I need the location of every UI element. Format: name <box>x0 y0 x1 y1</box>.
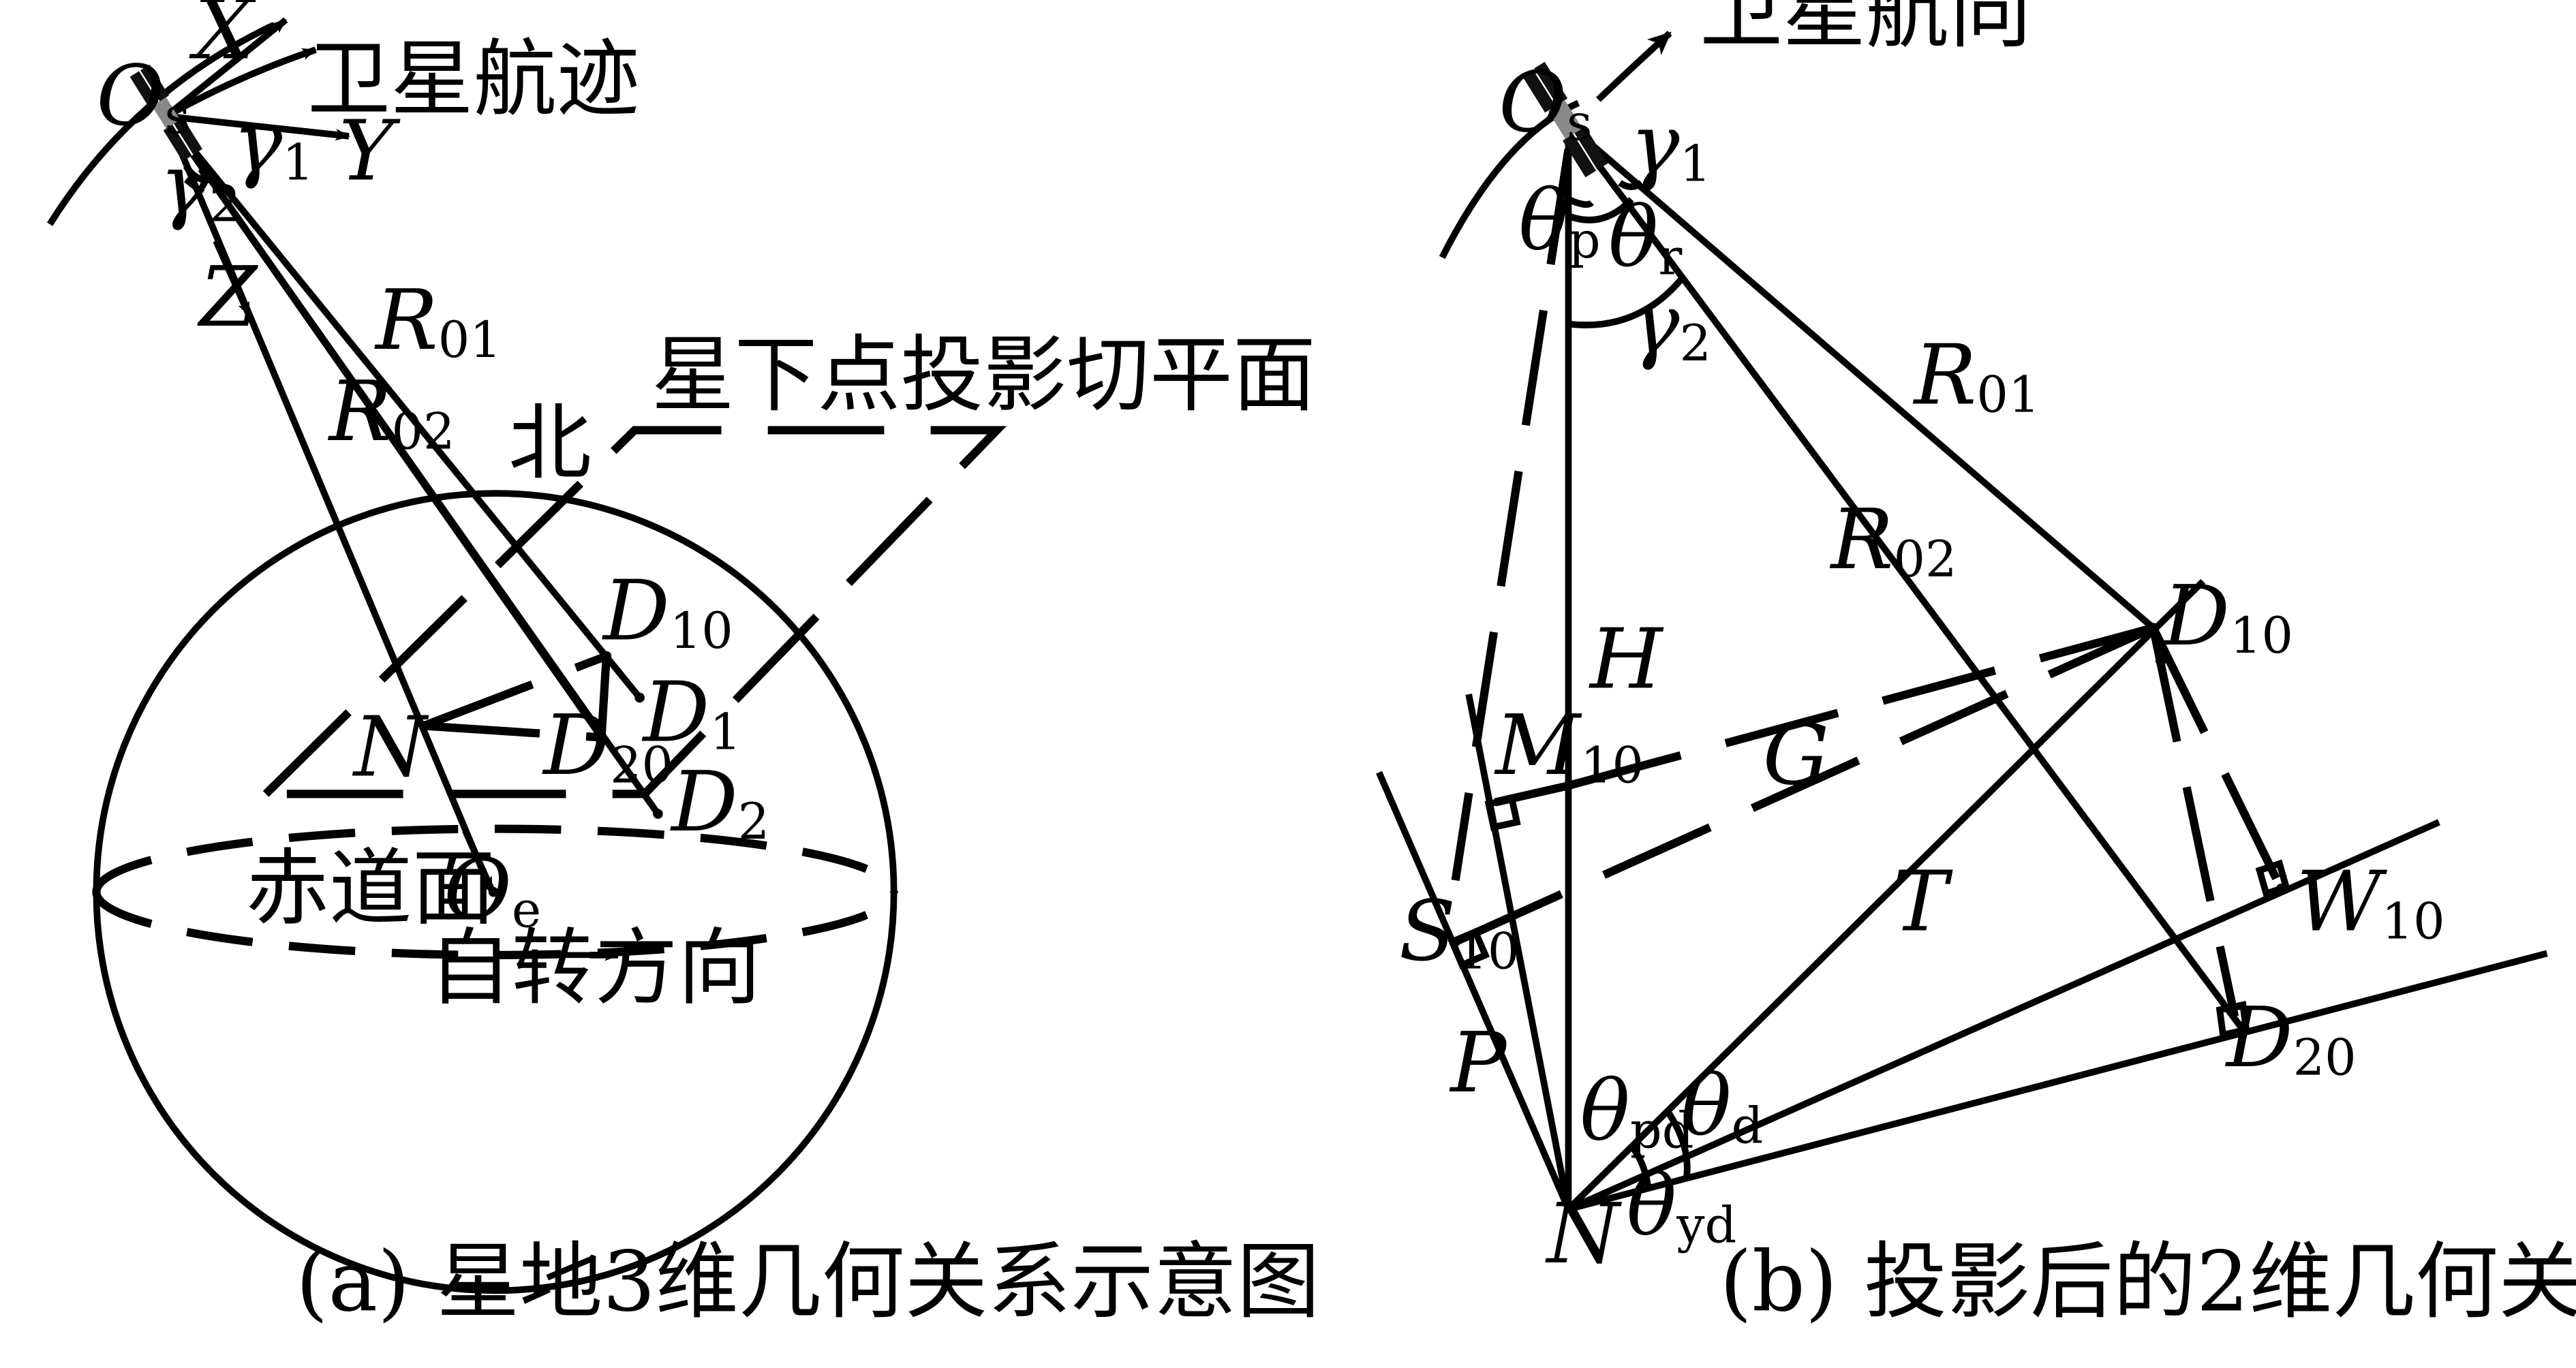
n-d20-line <box>423 721 602 742</box>
gamma2-arc <box>183 164 214 183</box>
right-angle-s10 <box>1447 927 1490 969</box>
point-d2 <box>653 809 663 819</box>
p-line <box>1376 771 1571 1211</box>
gamma1-arc-b <box>1618 180 1644 191</box>
r02-line <box>1565 122 2246 1032</box>
heading-arrow <box>1595 31 1672 102</box>
label-n: N <box>352 699 429 796</box>
label-z: Z <box>197 249 259 345</box>
label-track: 卫星航迹 <box>307 31 640 127</box>
label-heading: 卫星航向 <box>1700 0 2032 60</box>
label-m10: M10 <box>1494 697 1644 794</box>
label-w10: W10 <box>2296 853 2444 950</box>
label-theta-r: θr <box>1608 189 1682 286</box>
r-ray-mid <box>163 114 604 740</box>
track-arrow <box>164 46 318 119</box>
theta-r-arc <box>1567 197 1634 223</box>
label-rotation: 自转方向 <box>429 920 761 1016</box>
label-theta-pd: θpd <box>1580 1062 1694 1160</box>
theta-p-arc <box>1567 196 1595 208</box>
label-g: G <box>1763 707 1829 804</box>
label-tangent-plane: 星下点投影切平面 <box>651 326 1316 423</box>
label-x: X <box>189 0 256 78</box>
point-d20-b <box>2237 1025 2248 1035</box>
label-s10: S10 <box>1399 883 1520 980</box>
w10-line <box>1567 819 2440 1213</box>
label-y: Y <box>339 102 401 199</box>
label-d10: D10 <box>602 563 733 660</box>
n-d10-line <box>422 652 609 730</box>
label-t: T <box>1892 853 1953 950</box>
d10-w10-dashed <box>2149 625 2285 891</box>
label-d20-b: D20 <box>2225 989 2357 1087</box>
label-os-b: Os <box>1499 55 1592 152</box>
label-os: Os <box>96 48 189 145</box>
r01-line <box>1566 122 2156 631</box>
label-north: 北 <box>508 394 592 491</box>
point-s10 <box>1450 937 1461 947</box>
equator-back <box>92 824 898 892</box>
label-d10-b: D10 <box>2162 568 2293 665</box>
caption-a: (a) 星地3维几何关系示意图 <box>296 1234 1320 1331</box>
point-d1 <box>634 692 645 703</box>
t-line <box>1566 578 2206 1212</box>
s10-d10-dashed <box>1454 624 2156 946</box>
label-theta-yd: θyd <box>1627 1157 1737 1254</box>
x-axis <box>164 17 288 119</box>
label-d20: D20 <box>542 697 673 794</box>
oe-arrow-mark <box>462 829 495 892</box>
point-oe <box>488 886 499 897</box>
label-p: P <box>1449 1014 1507 1111</box>
point-w10 <box>2276 884 2286 894</box>
label-d2: D2 <box>670 753 769 851</box>
os-s10-dashed <box>1451 149 1573 882</box>
label-gamma2-b: γ2 <box>1630 275 1711 373</box>
point-n <box>418 721 429 731</box>
d20-line <box>1567 950 2548 1213</box>
z-arrow-mark <box>213 239 253 317</box>
panel-a: Os X 卫星航迹 Y γ1 γ2 Z R01 R02 星下点投影切平面 北 D… <box>47 0 1320 1331</box>
gamma2-arc-b <box>1567 277 1684 328</box>
satellite-icon <box>129 64 203 161</box>
r01-ray <box>164 114 643 700</box>
equator-front <box>92 891 898 959</box>
m10-line <box>1465 694 1572 1210</box>
label-gamma1: γ1 <box>232 94 313 191</box>
label-r01: R01 <box>374 272 502 369</box>
theta-pd-arc <box>1629 1144 1652 1188</box>
gamma2-angle-arc <box>184 176 205 196</box>
label-equator: 赤道面 <box>246 840 495 937</box>
caption-b: (b) 投影后的2维几何关系示意图 <box>1719 1234 2576 1331</box>
label-oe: Oe <box>444 841 541 939</box>
d10-d20-line <box>597 655 611 738</box>
label-r01-b: R01 <box>1913 326 2040 424</box>
label-r02-b: R02 <box>1830 491 1957 589</box>
label-h: H <box>1589 610 1664 707</box>
label-theta-d: θd <box>1681 1057 1763 1155</box>
label-d1: D1 <box>642 664 741 761</box>
y-axis <box>166 112 351 141</box>
point-d20 <box>596 732 607 743</box>
label-gamma1-b: γ1 <box>1630 96 1711 193</box>
orbit-track <box>47 22 276 226</box>
theta-d-arc <box>1663 1107 1691 1180</box>
d10-arrow <box>2153 638 2167 674</box>
satellite-icon-b <box>1522 61 1608 178</box>
label-n-b: N <box>1545 1185 1623 1282</box>
label-gamma2: γ2 <box>159 136 241 233</box>
point-d10-b <box>2148 623 2158 633</box>
tangent-plane <box>256 426 1007 798</box>
right-angle-m10 <box>1484 794 1521 831</box>
panel-b: 卫星航向 Os γ1 θp θr γ2 R01 R02 D10 H M10 G … <box>1376 0 2576 1331</box>
right-angle-w10 <box>2255 859 2290 898</box>
d10-d20-dashed <box>2149 627 2239 1018</box>
label-r02: R02 <box>328 363 455 461</box>
g-dashed <box>1567 623 2155 790</box>
label-theta-p: θp <box>1518 172 1600 270</box>
point-d10 <box>601 651 612 662</box>
